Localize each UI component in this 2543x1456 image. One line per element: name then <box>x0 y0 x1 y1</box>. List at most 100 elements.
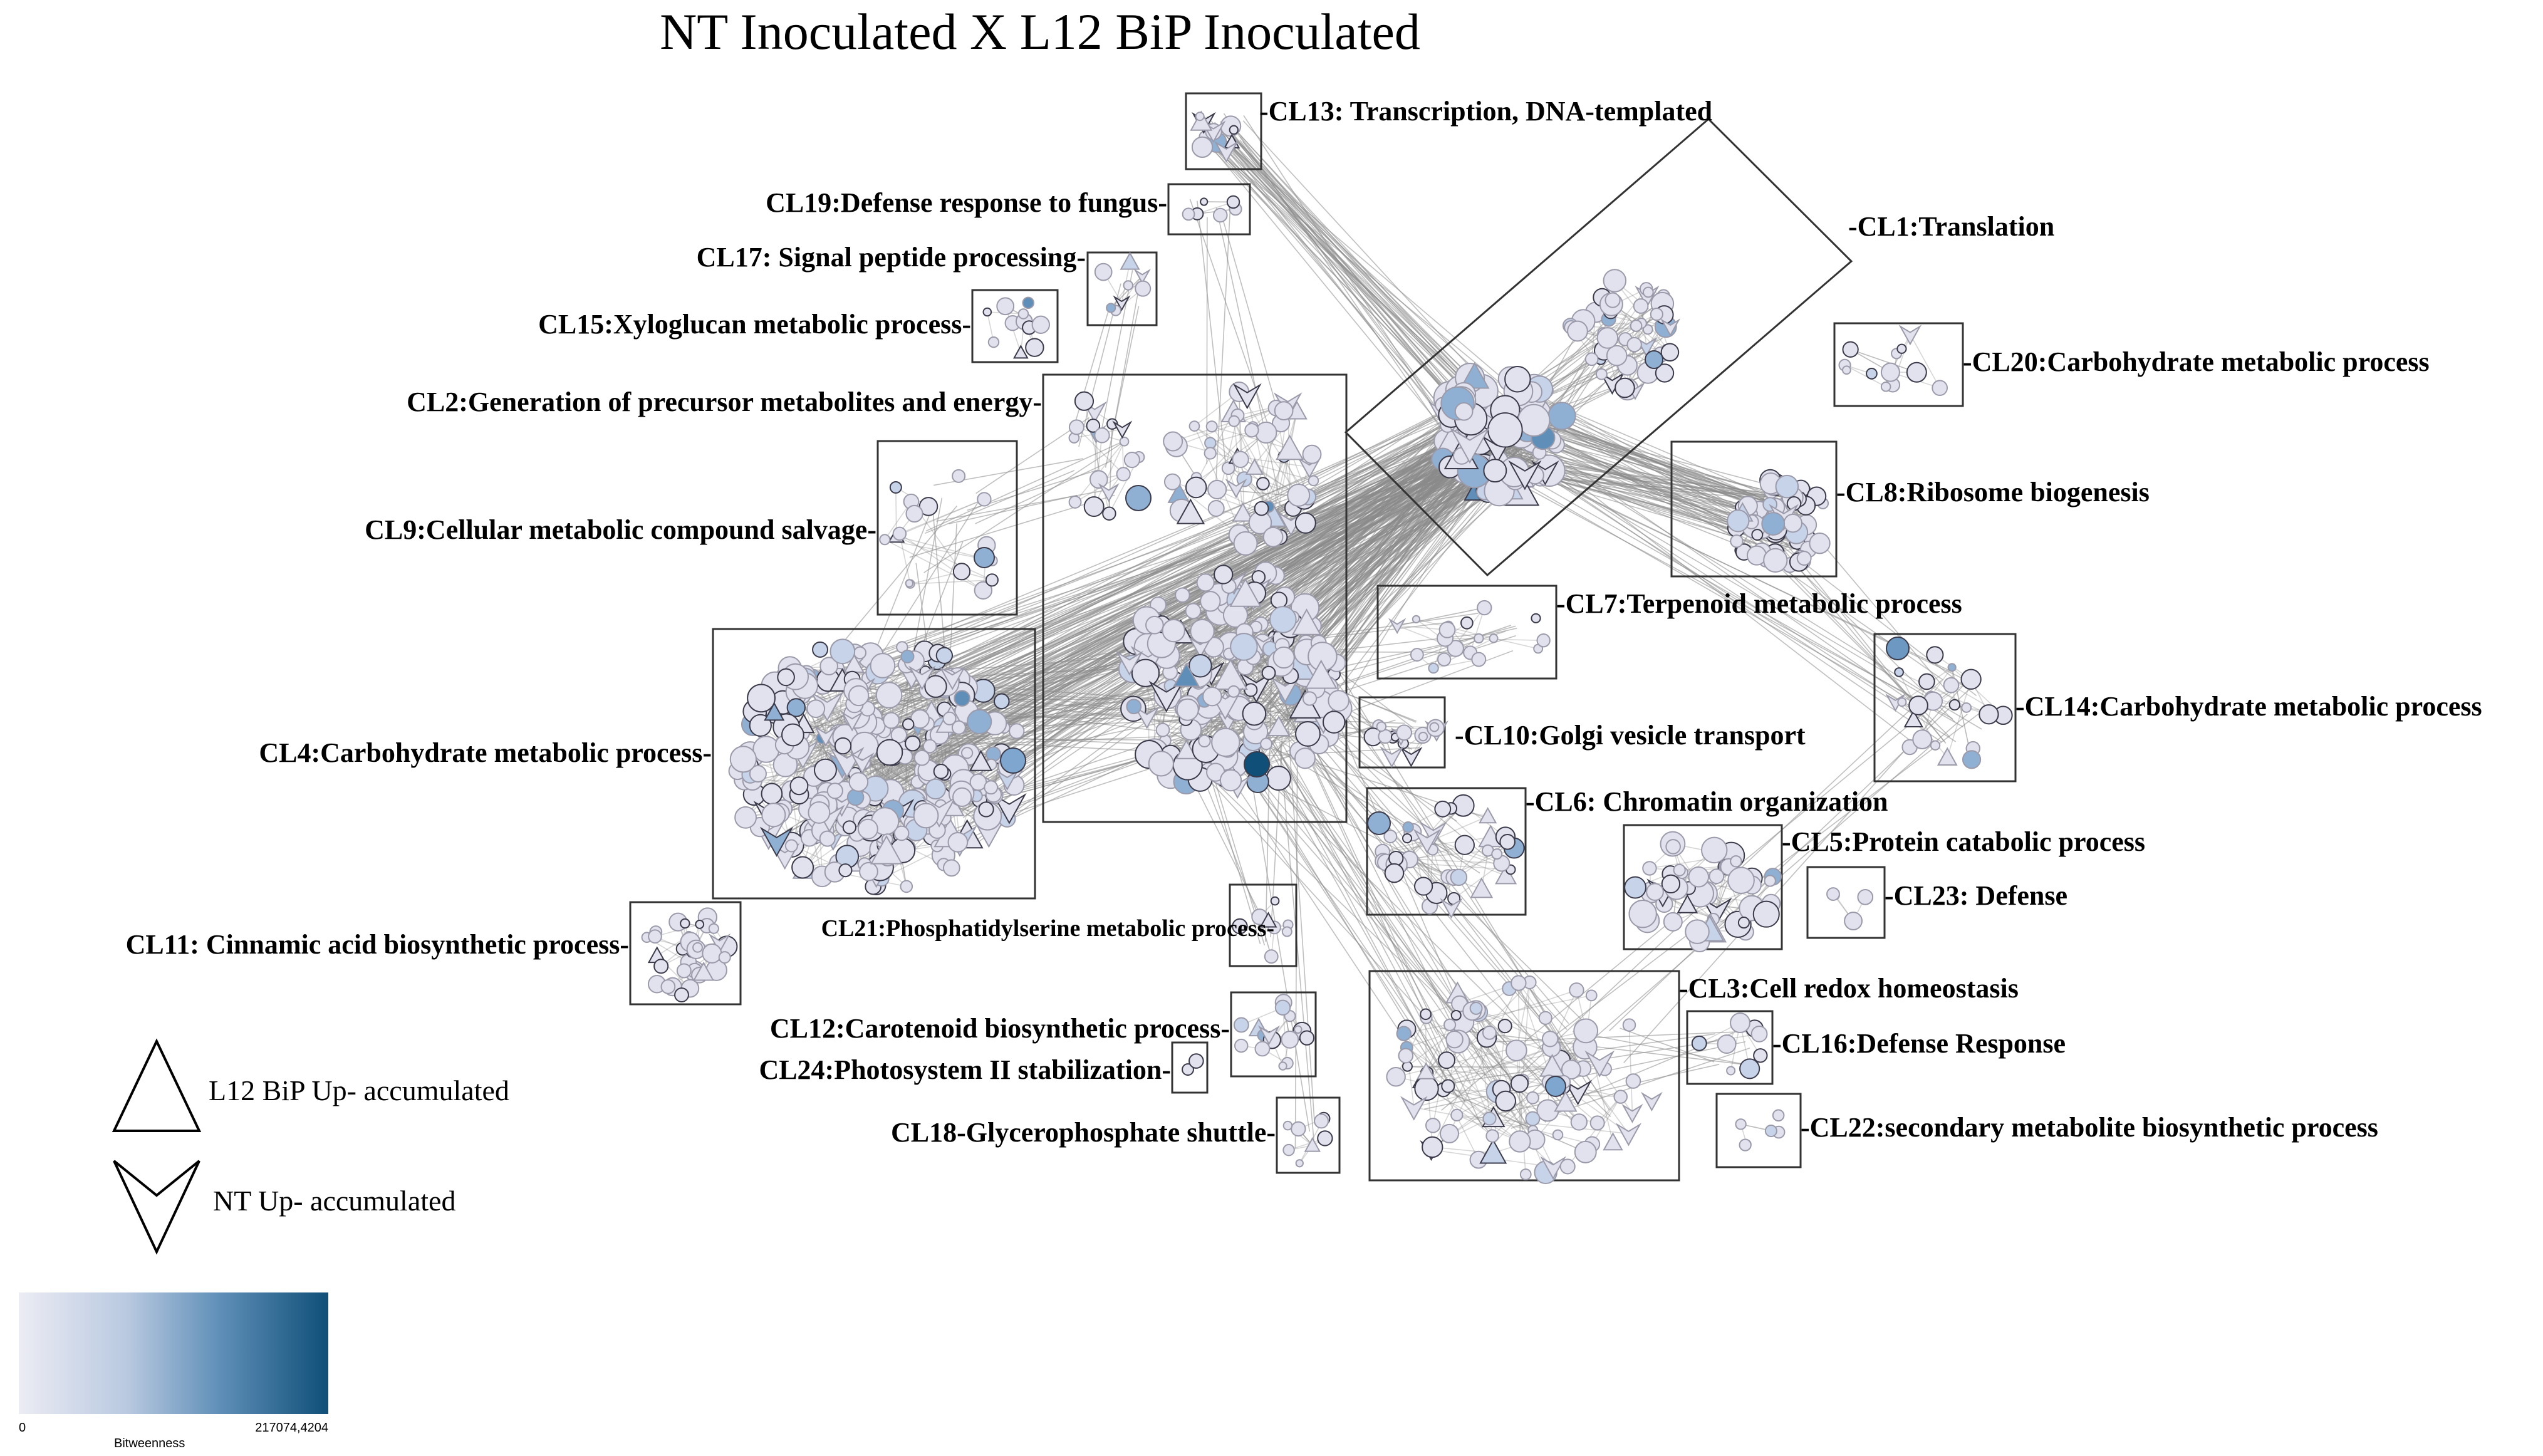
network-node <box>1267 715 1291 737</box>
network-node <box>1547 402 1576 430</box>
network-node <box>913 749 930 766</box>
network-node <box>813 758 837 782</box>
network-node <box>1188 420 1200 432</box>
network-edge <box>1516 982 1531 1051</box>
network-node <box>1857 889 1874 905</box>
network-node <box>1525 1111 1541 1126</box>
network-edge <box>925 442 1122 532</box>
network-node <box>1115 650 1143 676</box>
network-node <box>1133 268 1151 284</box>
network-node <box>1116 467 1131 482</box>
network-node <box>1918 673 1935 690</box>
network-edge <box>1239 139 1471 455</box>
network-node <box>1196 573 1215 592</box>
network-node <box>1960 668 1982 690</box>
network-node <box>1176 498 1205 524</box>
network-node-highlight <box>974 547 995 568</box>
cluster-label-cl14: -CL14:Carbohydrate metabolic process <box>2015 691 2482 722</box>
network-node <box>791 856 814 879</box>
network-node <box>1663 912 1683 932</box>
network-node <box>1378 729 1393 744</box>
network-edge <box>1614 280 1671 353</box>
network-node <box>1148 751 1174 777</box>
network-node <box>826 783 843 799</box>
network-node <box>1422 1136 1443 1158</box>
network-node <box>905 579 914 588</box>
network-node <box>1123 280 1133 291</box>
network-edge <box>1628 1025 1633 1113</box>
network-edge <box>1522 982 1531 1081</box>
network-node <box>1229 578 1262 607</box>
network-node <box>1826 887 1840 902</box>
network-node <box>1880 362 1900 382</box>
network-node <box>1717 1034 1737 1054</box>
network-node <box>777 668 795 687</box>
network-node <box>1317 1130 1333 1147</box>
network-node <box>1772 1109 1785 1122</box>
network-edge <box>1232 126 1499 412</box>
triangle-up-icon <box>112 1038 202 1132</box>
network-node <box>1211 727 1240 757</box>
network-edge <box>1448 1047 1552 1087</box>
network-node <box>1257 1025 1281 1046</box>
network-node <box>1735 1118 1747 1130</box>
network-node <box>952 563 971 581</box>
cluster-box-cl24 <box>1171 1041 1209 1094</box>
network-node <box>853 646 867 660</box>
network-node <box>1386 1067 1406 1087</box>
network-edge <box>1454 863 1502 899</box>
network-node <box>1228 415 1240 427</box>
network-node <box>1276 434 1304 460</box>
network-node <box>1074 391 1095 411</box>
network-node <box>1531 613 1541 623</box>
network-node <box>1450 1010 1462 1021</box>
network-node <box>1244 683 1258 697</box>
network-node <box>1763 548 1788 573</box>
network-node <box>1440 898 1463 919</box>
network-node <box>1204 437 1217 449</box>
network-node <box>1471 652 1487 667</box>
network-node <box>876 739 903 766</box>
network-edge <box>1291 709 1512 1100</box>
network-node <box>1200 197 1209 206</box>
network-node <box>1564 1079 1593 1106</box>
network-node <box>974 581 993 600</box>
network-node <box>1302 691 1318 706</box>
network-node <box>1212 207 1228 223</box>
network-node <box>1259 912 1277 928</box>
network-node <box>1304 659 1338 689</box>
network-edge <box>1302 613 1479 640</box>
network-node <box>1483 459 1507 483</box>
network-node <box>987 336 1000 348</box>
network-node <box>1783 513 1802 533</box>
network-node <box>1304 1136 1321 1152</box>
network-edge <box>792 500 980 796</box>
cluster-box-cl6 <box>1366 787 1527 916</box>
network-node <box>1229 125 1239 135</box>
network-node <box>1396 724 1413 741</box>
network-node <box>1538 1011 1552 1025</box>
network-node <box>1274 999 1291 1016</box>
network-node <box>1232 383 1262 410</box>
network-node <box>1615 1123 1642 1147</box>
network-node <box>905 504 923 523</box>
network-edge <box>915 563 954 834</box>
network-node <box>870 653 896 679</box>
network-node <box>1294 512 1316 534</box>
cluster-label-cl18: CL18-Glycerophosphate shuttle- <box>891 1117 1276 1148</box>
network-node <box>1291 608 1322 635</box>
network-node <box>1230 633 1258 661</box>
network-node <box>841 711 864 732</box>
network-node <box>695 919 705 929</box>
network-node <box>1225 479 1247 499</box>
network-node <box>954 690 970 707</box>
network-edge <box>1396 607 1485 627</box>
network-edge <box>1093 434 1097 507</box>
network-node <box>879 534 891 546</box>
network-node <box>1119 436 1130 447</box>
network-node <box>1625 1073 1641 1089</box>
network-edge <box>929 397 1487 728</box>
network-edge <box>891 734 1207 749</box>
network-node <box>1624 876 1647 899</box>
